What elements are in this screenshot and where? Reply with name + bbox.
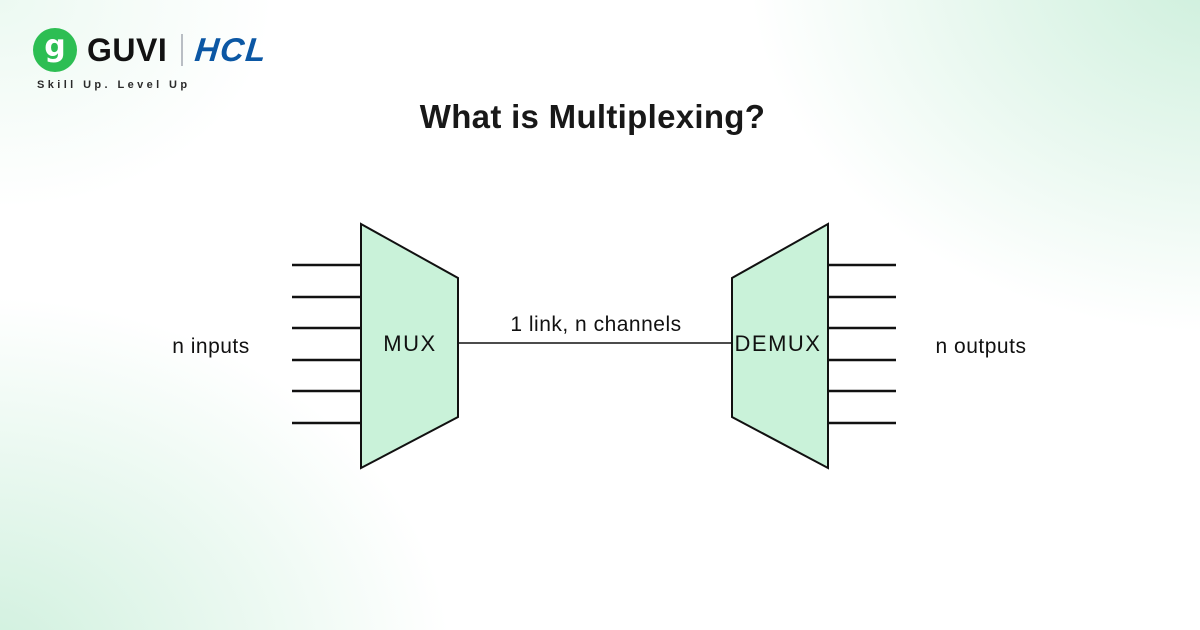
logo-bar: g GUVI HCL Skill Up. Level Up bbox=[33, 28, 270, 91]
logo-tagline: Skill Up. Level Up bbox=[37, 79, 191, 91]
logo-divider bbox=[181, 34, 184, 66]
guvi-logo-glyph: g bbox=[44, 29, 66, 64]
mux-label: MUX bbox=[383, 331, 436, 356]
outputs-label: n outputs bbox=[936, 335, 1027, 358]
guvi-logo-icon: g bbox=[33, 28, 77, 72]
logo-row: g GUVI HCL bbox=[33, 28, 270, 72]
inputs-label: n inputs bbox=[172, 335, 250, 358]
demux-shape bbox=[731, 222, 829, 470]
link-label: 1 link, n channels bbox=[510, 313, 681, 336]
demux-label: DEMUX bbox=[735, 331, 822, 356]
output-lines bbox=[828, 263, 896, 425]
guvi-wordmark: GUVI bbox=[87, 31, 168, 68]
page-title: What is Multiplexing? bbox=[419, 98, 766, 135]
input-lines bbox=[292, 263, 361, 425]
mux-shape bbox=[360, 222, 459, 470]
